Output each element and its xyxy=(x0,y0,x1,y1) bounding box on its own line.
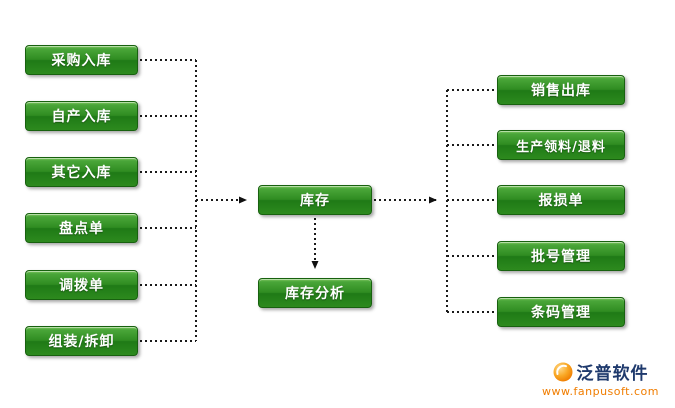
brand-url: www.fanpusoft.com xyxy=(542,385,659,398)
node-sales-outbound: 销售出库 xyxy=(497,75,625,105)
node-stock: 库存 xyxy=(258,185,372,215)
connector-group xyxy=(140,59,495,342)
node-assembly-disassembly: 组装/拆卸 xyxy=(25,326,138,356)
node-transfer-sheet: 调拨单 xyxy=(25,270,138,300)
node-barcode-management: 条码管理 xyxy=(497,297,625,327)
node-damage-report: 报损单 xyxy=(497,185,625,215)
node-production-material: 生产领料/退料 xyxy=(497,130,625,160)
node-batch-management: 批号管理 xyxy=(497,241,625,271)
node-stocktake-sheet: 盘点单 xyxy=(25,213,138,243)
fanpu-logo-icon xyxy=(553,362,573,382)
node-stock-analysis: 库存分析 xyxy=(258,278,372,308)
node-selfmade-inbound: 自产入库 xyxy=(25,101,138,131)
node-other-inbound: 其它入库 xyxy=(25,157,138,187)
brand-name: 泛普软件 xyxy=(576,364,649,384)
fanpu-logo: 泛普软件 www.fanpusoft.com xyxy=(542,359,659,398)
node-purchase-inbound: 采购入库 xyxy=(25,45,138,75)
